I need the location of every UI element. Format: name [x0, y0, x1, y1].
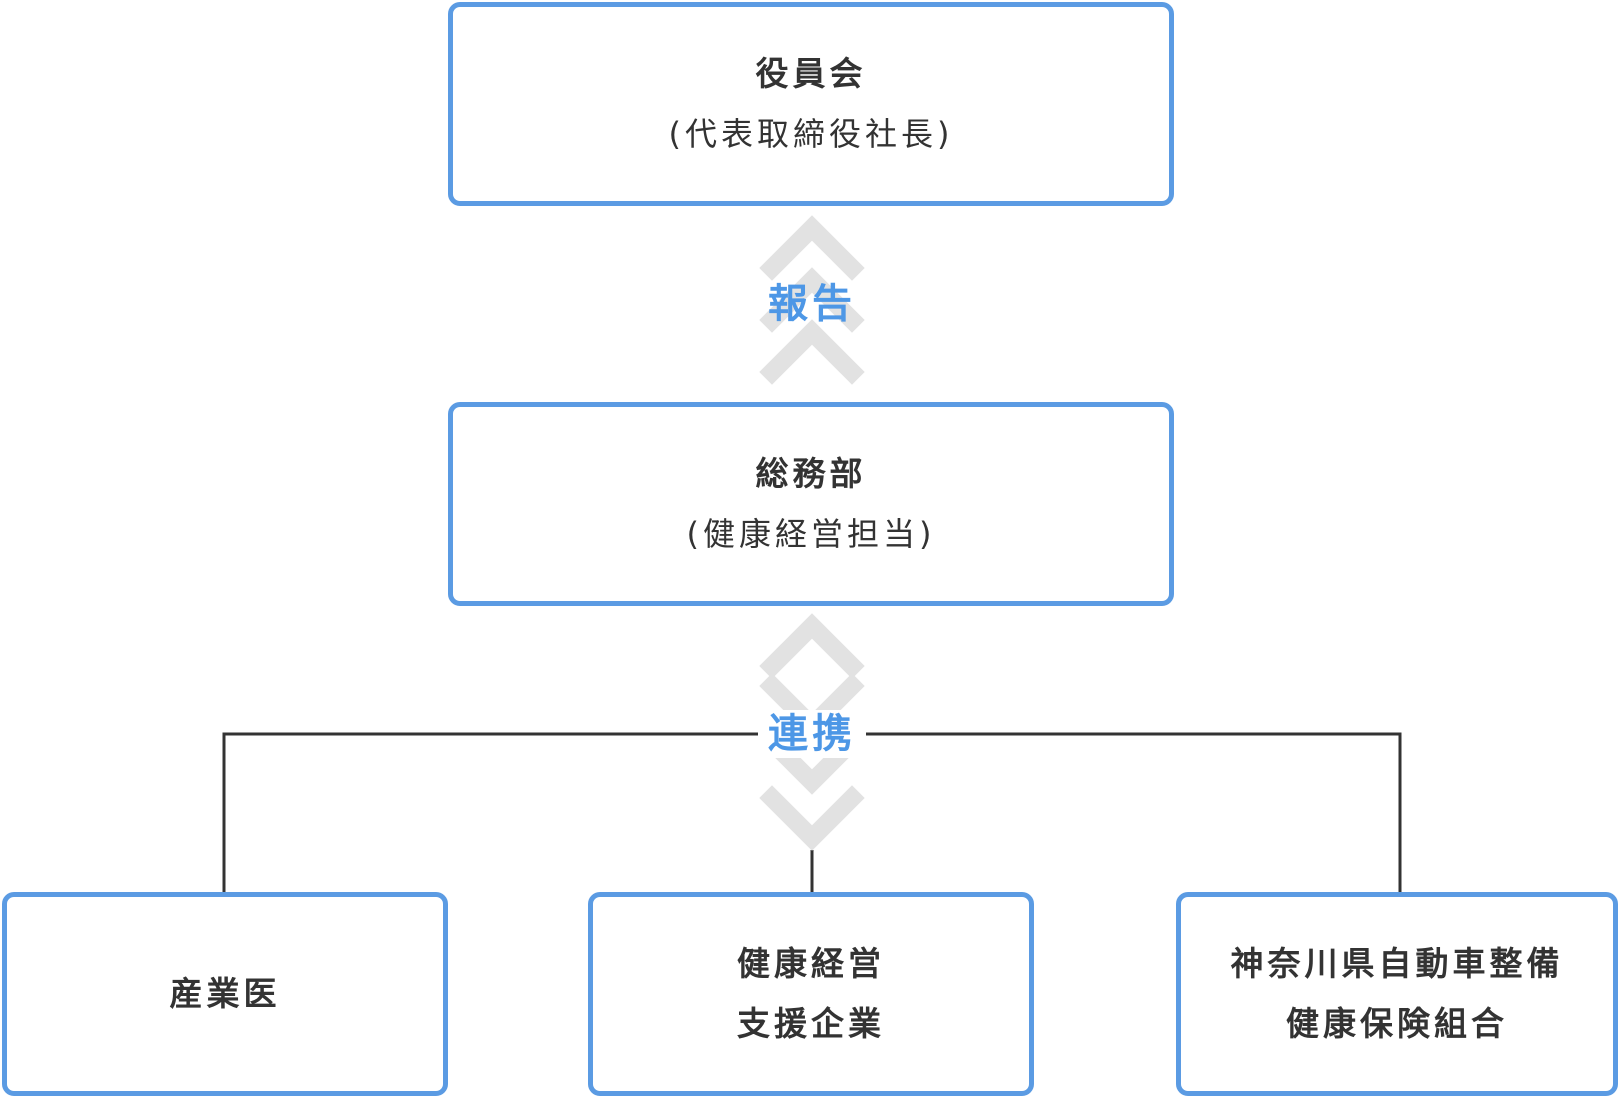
health-insurance-line2: 健康保険組合	[1286, 1004, 1508, 1043]
health-insurance-node: 神奈川県自動車整備 健康保険組合	[1176, 892, 1618, 1096]
support-company-line1: 健康経営	[737, 944, 885, 983]
chevron-up-icon	[759, 319, 865, 385]
general-affairs-title: 総務部	[755, 454, 867, 493]
industrial-doctor-title: 産業医	[169, 974, 281, 1013]
industrial-doctor-node: 産業医	[2, 892, 448, 1096]
bracket-line-left	[222, 732, 760, 892]
general-affairs-subtitle: (健康経営担当)	[686, 515, 936, 553]
chevron-down-icon	[759, 785, 865, 851]
collaboration-label: 連携	[758, 710, 866, 758]
bracket-line-right	[864, 732, 1402, 892]
board-title: 役員会	[755, 54, 867, 93]
general-affairs-node: 総務部 (健康経営担当)	[448, 402, 1174, 606]
support-company-node: 健康経営 支援企業	[588, 892, 1034, 1096]
chevron-up-icon	[759, 215, 865, 281]
chevron-up-icon	[759, 613, 865, 679]
board-node: 役員会 (代表取締役社長)	[448, 2, 1174, 206]
chevron-up-icon	[759, 267, 865, 333]
board-subtitle: (代表取締役社長)	[668, 115, 954, 153]
collab-bracket	[222, 732, 1402, 892]
report-label: 報告	[768, 281, 856, 327]
health-insurance-line1: 神奈川県自動車整備	[1230, 944, 1564, 983]
support-company-line2: 支援企業	[737, 1004, 885, 1043]
report-chevrons	[759, 215, 865, 385]
